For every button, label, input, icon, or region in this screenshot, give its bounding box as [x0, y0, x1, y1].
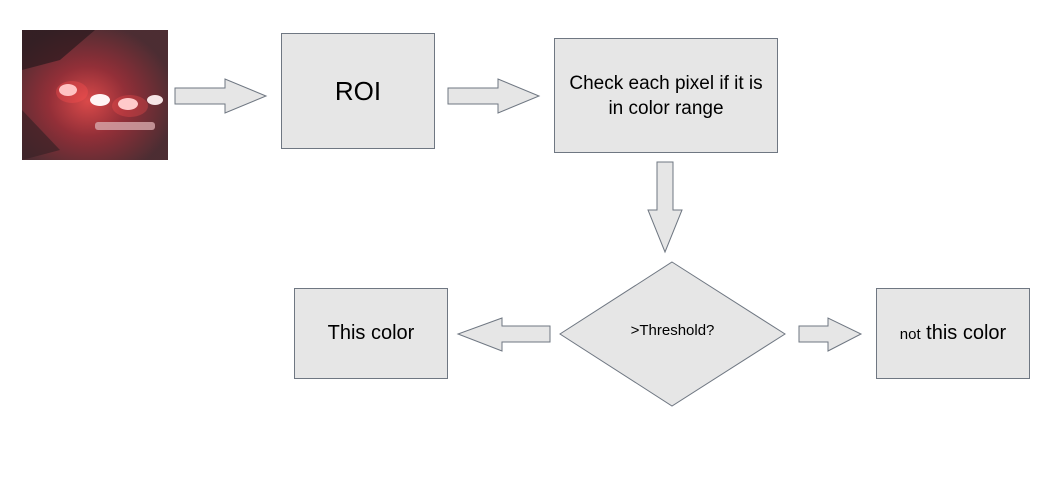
- check-pixel-box: Check each pixel if it is in color range: [554, 38, 778, 153]
- not-this-color-text: not this color: [900, 322, 1006, 345]
- roi-box: ROI: [281, 33, 435, 149]
- not-this-color-label: this color: [920, 322, 1007, 344]
- check-pixel-label: Check each pixel if it is in color range: [569, 72, 763, 119]
- car-lower-shadow: [22, 110, 60, 160]
- tail-light-right: [118, 98, 138, 110]
- arrow-check-to-decision: [647, 161, 683, 254]
- input-car-image: [22, 30, 168, 160]
- not-prefix: not: [899, 326, 921, 343]
- tail-light-left: [59, 84, 77, 96]
- light-glow-right: [112, 95, 148, 117]
- arrow-roi-to-check: [447, 78, 541, 114]
- roi-label: ROI: [334, 75, 382, 106]
- not-this-color-box: not this color: [876, 288, 1030, 379]
- tail-light-center: [90, 94, 110, 106]
- this-color-label: This color: [327, 322, 415, 344]
- license-plate-area: [95, 122, 155, 130]
- arrow-decision-to-this-color: [456, 317, 551, 352]
- light-glow-left: [56, 81, 88, 103]
- threshold-label: >Threshold?: [630, 322, 715, 339]
- this-color-box: This color: [294, 288, 448, 379]
- decision-diamond: [559, 261, 786, 407]
- arrow-image-to-roi: [174, 78, 268, 114]
- car-shadow: [22, 30, 95, 70]
- arrow-decision-to-not-this-color: [798, 317, 863, 352]
- tail-light-far-right: [147, 95, 163, 105]
